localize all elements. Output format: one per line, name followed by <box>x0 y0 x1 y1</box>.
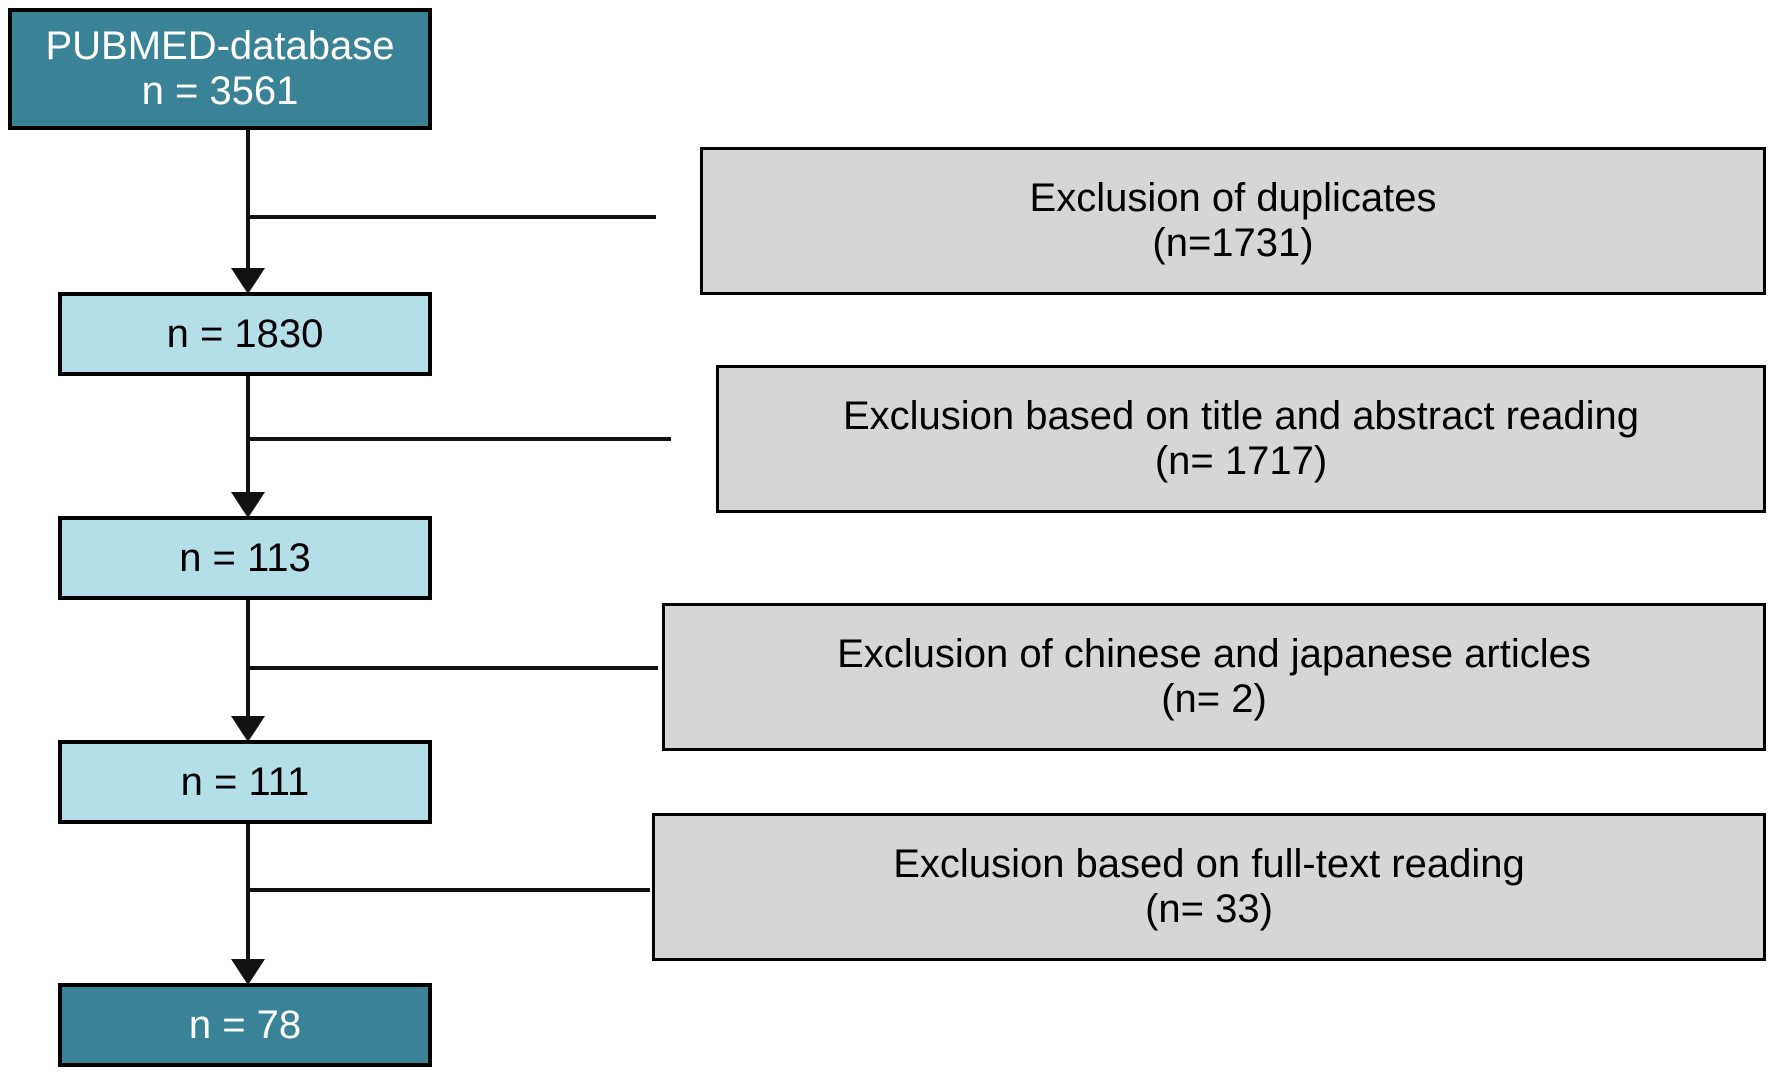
connector-source-to-1 <box>246 130 250 282</box>
exclusion-duplicates-count: (n=1731) <box>1152 221 1314 265</box>
connector-2-to-3 <box>246 600 250 730</box>
exclusion-language-count: (n= 2) <box>1161 677 1267 721</box>
exclusion-box-duplicates: Exclusion of duplicates (n=1731) <box>700 147 1766 295</box>
exclusion-duplicates-reason: Exclusion of duplicates <box>1029 176 1437 221</box>
exclusion-language-reason: Exclusion of chinese and japanese articl… <box>837 632 1591 677</box>
node-after-duplicates: n = 1830 <box>58 292 432 376</box>
branch-line-title-abstract <box>246 437 671 441</box>
node-after-title-abstract: n = 113 <box>58 516 432 600</box>
exclusion-box-full-text: Exclusion based on full-text reading (n=… <box>652 813 1766 961</box>
node-after-title-abstract-count: n = 113 <box>179 535 311 580</box>
node-pubmed-database-count: n = 3561 <box>141 69 299 113</box>
arrowhead-2 <box>231 492 265 518</box>
node-pubmed-database: PUBMED-database n = 3561 <box>8 8 432 130</box>
node-included: n = 78 <box>58 983 432 1067</box>
exclusion-full-text-count: (n= 33) <box>1145 887 1273 931</box>
arrowhead-4 <box>231 959 265 985</box>
node-after-duplicates-count: n = 1830 <box>166 311 324 356</box>
branch-line-language <box>246 666 658 670</box>
connector-1-to-2 <box>246 376 250 506</box>
exclusion-title-abstract-count: (n= 1717) <box>1154 439 1328 483</box>
branch-line-duplicates <box>246 215 656 219</box>
connector-3-to-4 <box>246 824 250 974</box>
arrowhead-3 <box>231 716 265 742</box>
node-included-count: n = 78 <box>188 1002 302 1047</box>
exclusion-box-title-abstract: Exclusion based on title and abstract re… <box>716 365 1766 513</box>
exclusion-full-text-reason: Exclusion based on full-text reading <box>893 842 1525 887</box>
exclusion-box-language: Exclusion of chinese and japanese articl… <box>662 603 1766 751</box>
exclusion-title-abstract-reason: Exclusion based on title and abstract re… <box>842 394 1640 439</box>
branch-line-full-text <box>246 888 650 892</box>
arrowhead-1 <box>231 268 265 294</box>
node-pubmed-database-title: PUBMED-database <box>45 24 395 69</box>
node-after-language-count: n = 111 <box>180 759 310 804</box>
node-after-language: n = 111 <box>58 740 432 824</box>
